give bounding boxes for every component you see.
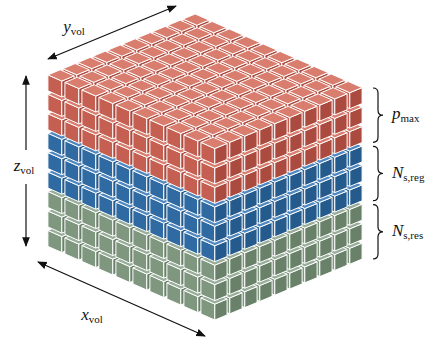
cube-face bbox=[201, 137, 227, 148]
layer-label: Ns,reg bbox=[390, 164, 426, 183]
cube-face bbox=[82, 85, 108, 96]
dimension-arrow bbox=[25, 76, 26, 150]
curly-brace bbox=[373, 205, 383, 259]
dimension-label: zvol bbox=[12, 157, 37, 176]
cube-face bbox=[116, 100, 142, 111]
curly-brace bbox=[373, 88, 383, 142]
cube-face bbox=[133, 107, 159, 118]
layer-label: Ns,res bbox=[390, 222, 425, 241]
cube-face bbox=[167, 122, 193, 133]
curly-brace bbox=[373, 146, 383, 200]
cube-face bbox=[48, 70, 74, 81]
dimension-label: yvol bbox=[61, 18, 87, 37]
dimension-label: xvol bbox=[79, 306, 105, 325]
layer-label: pmax bbox=[390, 106, 421, 125]
layer-braces bbox=[373, 88, 383, 259]
cube-face bbox=[184, 130, 210, 141]
cube-face bbox=[65, 77, 91, 88]
cube-face bbox=[99, 92, 125, 103]
dimension-arrow bbox=[25, 184, 26, 246]
dimension-arrow bbox=[38, 262, 205, 336]
cube-face bbox=[150, 115, 176, 126]
voxel-cubes bbox=[48, 14, 362, 320]
dimension-arrow bbox=[48, 6, 176, 59]
